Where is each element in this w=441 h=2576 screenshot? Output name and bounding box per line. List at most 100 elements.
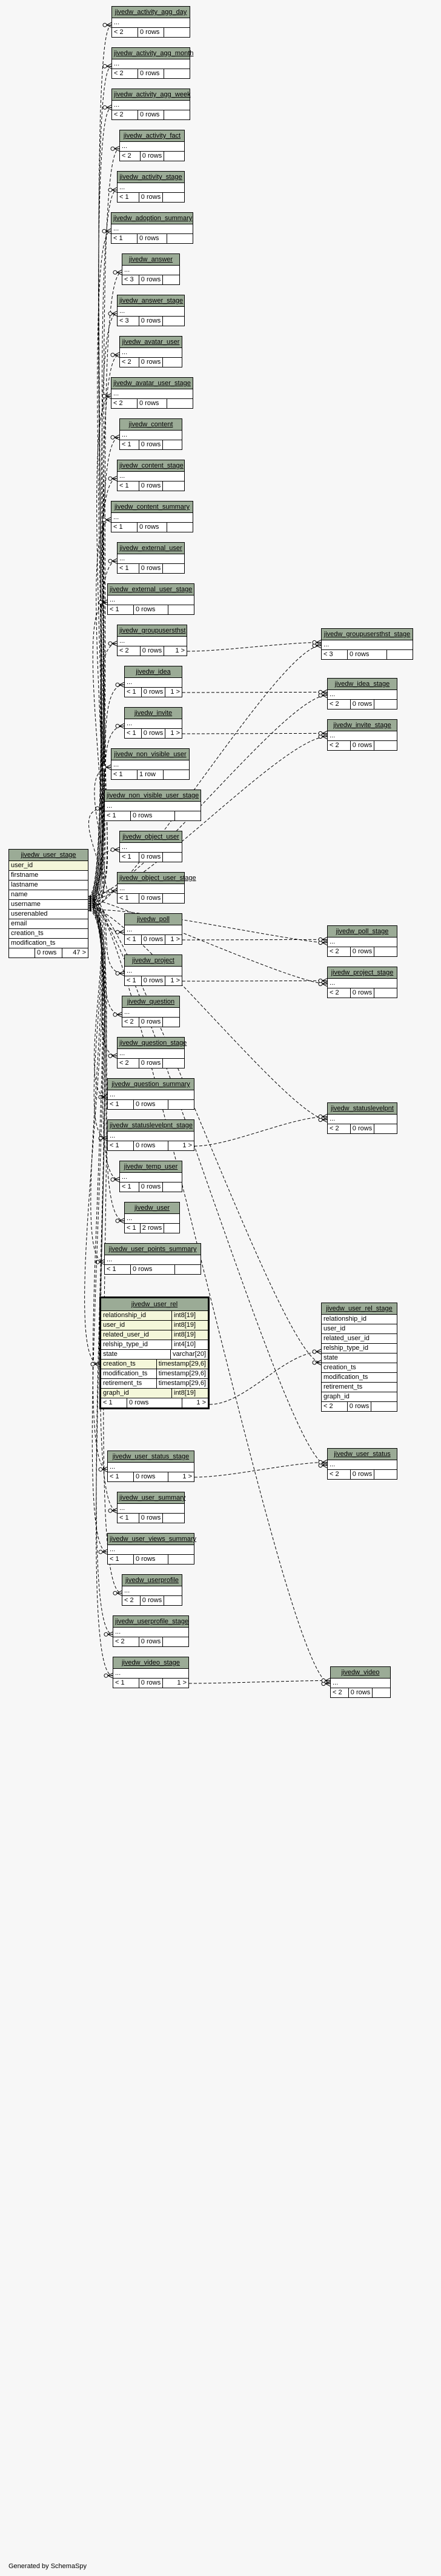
- table-header[interactable]: jivedw_userprofile_stage: [113, 1616, 188, 1628]
- table-header[interactable]: jivedw_video_stage: [113, 1657, 188, 1669]
- table-header[interactable]: jivedw_user: [125, 1202, 179, 1214]
- table-header[interactable]: jivedw_content: [120, 419, 182, 431]
- table-header[interactable]: jivedw_user_rel_stage: [322, 1303, 397, 1315]
- table-header[interactable]: jivedw_question: [122, 996, 179, 1008]
- table-header[interactable]: jivedw_groupusersthst: [118, 625, 187, 637]
- table-header[interactable]: jivedw_user_points_summary: [105, 1244, 201, 1255]
- table-header[interactable]: jivedw_user_status_stage: [108, 1451, 194, 1463]
- table-header[interactable]: jivedw_project: [125, 955, 182, 967]
- table-header[interactable]: jivedw_question_summary: [108, 1079, 194, 1090]
- table-header[interactable]: jivedw_user_status: [328, 1449, 397, 1460]
- column-row: ...: [125, 925, 182, 935]
- table-header[interactable]: jivedw_user_views_summary: [108, 1534, 196, 1545]
- table-header[interactable]: jivedw_idea: [125, 666, 182, 678]
- table-header[interactable]: jivedw_activity_agg_month: [112, 48, 193, 59]
- table-header[interactable]: jivedw_content_summary: [111, 501, 193, 513]
- table-header[interactable]: jivedw_project_stage: [328, 967, 397, 979]
- table-header[interactable]: jivedw_non_visible_user_stage: [105, 790, 201, 802]
- table-header[interactable]: jivedw_statuslevelpnt: [328, 1103, 397, 1115]
- table-header[interactable]: jivedw_avatar_user_stage: [111, 378, 193, 389]
- table-header[interactable]: jivedw_answer: [122, 254, 179, 266]
- table-header[interactable]: jivedw_external_user_stage: [108, 584, 194, 595]
- table-header[interactable]: jivedw_object_user_stage: [118, 873, 196, 884]
- table-header[interactable]: jivedw_groupusersthst_stage: [322, 629, 413, 640]
- table-header[interactable]: jivedw_statuslevelpnt_stage: [108, 1120, 194, 1132]
- crows-foot-marker: [110, 1176, 120, 1182]
- table-header[interactable]: jivedw_temp_user: [120, 1161, 182, 1173]
- table-header[interactable]: jivedw_invite: [125, 708, 182, 719]
- table-header[interactable]: jivedw_activity_stage: [118, 172, 184, 183]
- table-header[interactable]: jivedw_activity_agg_week: [112, 89, 191, 101]
- table-header[interactable]: jivedw_object_user: [120, 831, 182, 843]
- crows-foot-marker: [108, 640, 118, 646]
- table-header[interactable]: jivedw_userprofile: [122, 1575, 182, 1586]
- table-header[interactable]: jivedw_answer_stage: [118, 295, 184, 307]
- table-header[interactable]: jivedw_activity_agg_day: [112, 7, 190, 18]
- table-header[interactable]: jivedw_invite_stage: [328, 720, 397, 731]
- table-header[interactable]: jivedw_avatar_user: [120, 337, 182, 348]
- table-header[interactable]: jivedw_content_stage: [118, 460, 184, 472]
- table-header[interactable]: jivedw_poll: [125, 914, 182, 925]
- table-header[interactable]: jivedw_user_summary: [118, 1492, 185, 1504]
- table-header[interactable]: jivedw_adoption_summary: [111, 213, 193, 224]
- table-header[interactable]: jivedw_activity_fact: [120, 130, 184, 142]
- table-header[interactable]: jivedw_question_stage: [118, 1038, 187, 1049]
- table-header[interactable]: jivedw_non_visible_user: [111, 749, 189, 760]
- child-count: [163, 440, 182, 449]
- table-header[interactable]: jivedw_user_stage: [9, 850, 88, 861]
- table-header[interactable]: jivedw_video: [331, 1667, 390, 1679]
- table-header[interactable]: jivedw_user_rel: [101, 1298, 208, 1311]
- table-header[interactable]: jivedw_idea_stage: [328, 679, 397, 690]
- table-header[interactable]: jivedw_poll_stage: [328, 926, 397, 937]
- table-header[interactable]: jivedw_external_user: [118, 543, 184, 554]
